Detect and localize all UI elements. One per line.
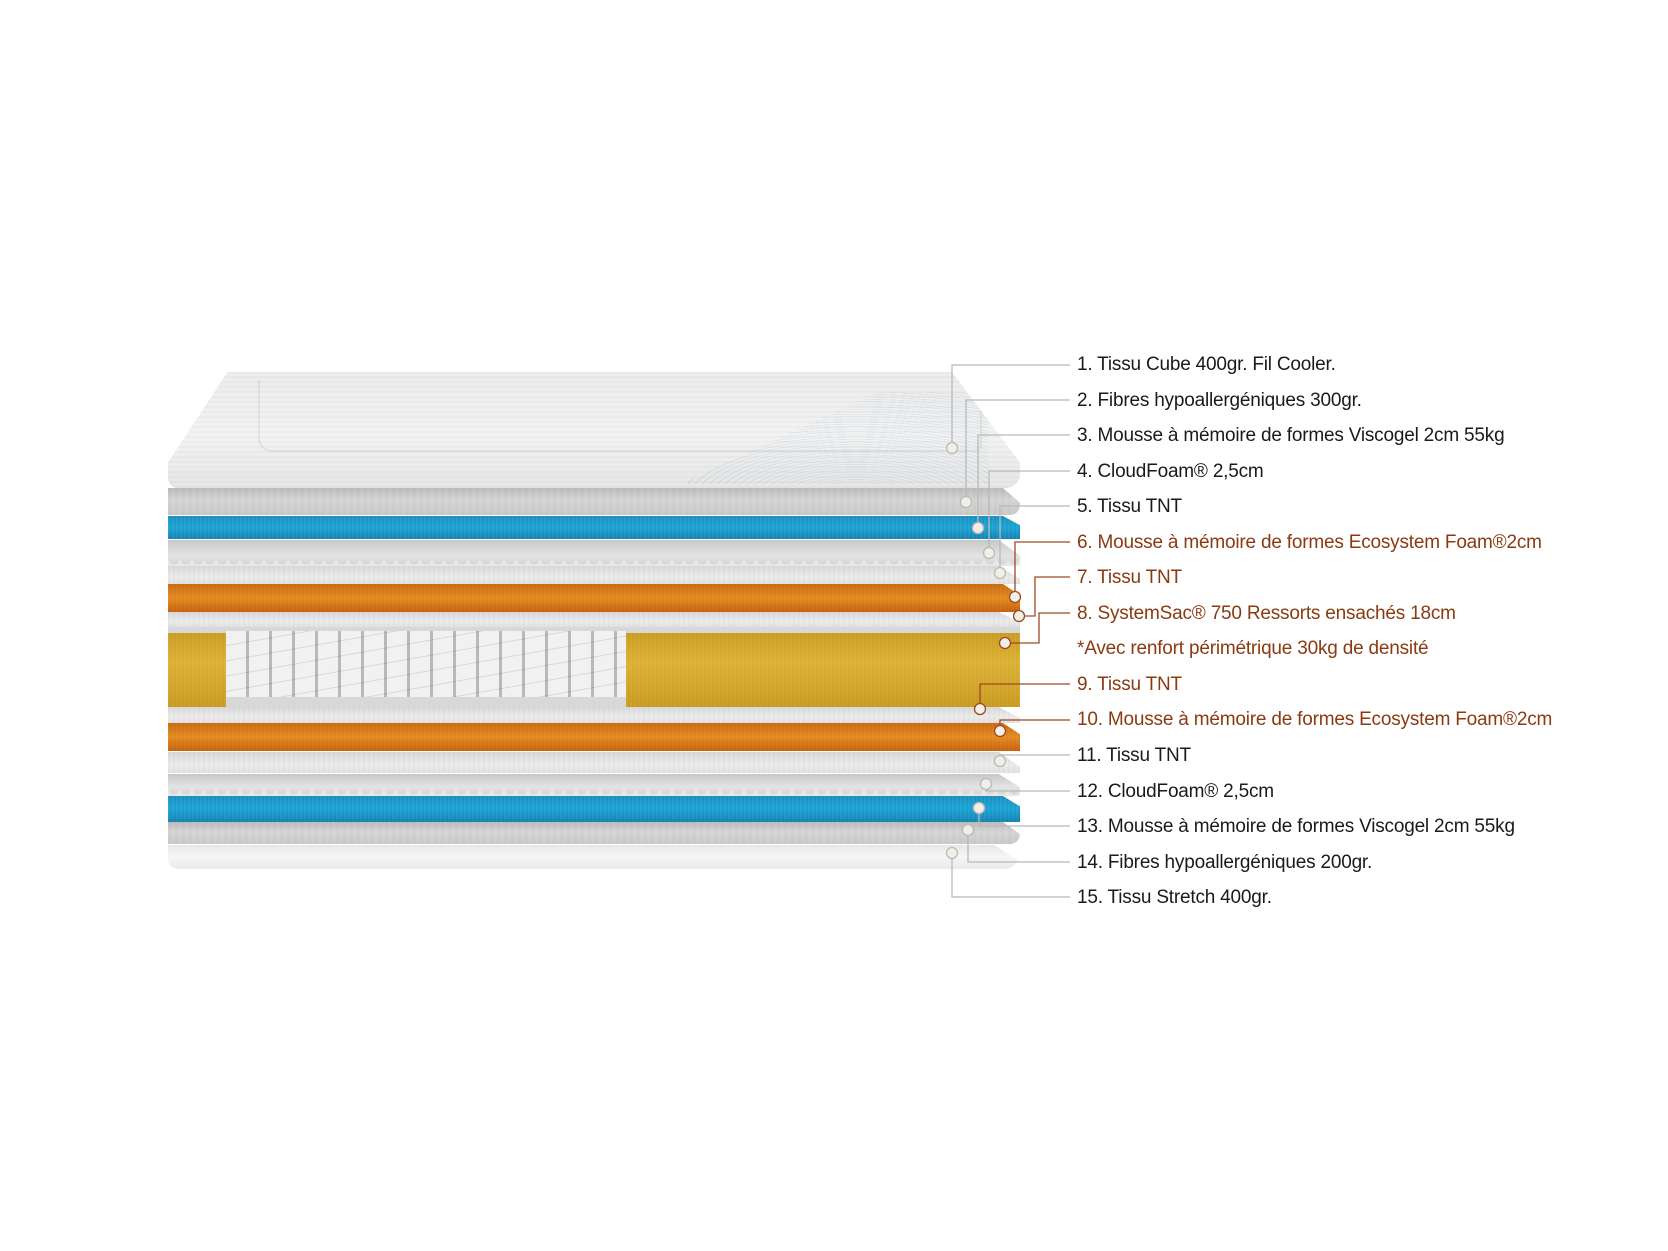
layer-5-tnt bbox=[168, 566, 1020, 584]
leader-line-11 bbox=[999, 754, 1070, 761]
leader-line-1 bbox=[951, 364, 1070, 448]
leader-dot-1 bbox=[945, 441, 959, 455]
leader-dot-5 bbox=[993, 566, 1007, 580]
leader-dot-2 bbox=[959, 495, 973, 509]
leader-dot-6 bbox=[1008, 590, 1022, 604]
label-11: 11. Tissu TNT bbox=[1077, 745, 1191, 766]
perimeter-foam-left bbox=[168, 633, 226, 707]
leader-line-15 bbox=[951, 853, 1070, 898]
label-9: 9. Tissu TNT bbox=[1077, 674, 1182, 695]
label-12: 12. CloudFoam® 2,5cm bbox=[1077, 781, 1274, 802]
layer-8-spring-core bbox=[168, 627, 1020, 707]
leader-line-8 bbox=[1005, 612, 1070, 644]
label-4: 4. CloudFoam® 2,5cm bbox=[1077, 461, 1264, 482]
layer-7-tnt bbox=[168, 612, 1020, 627]
leader-dot-14 bbox=[961, 823, 975, 837]
label-5: 5. Tissu TNT bbox=[1077, 496, 1182, 517]
leader-line-10 bbox=[999, 719, 1070, 731]
layer-2-fibres bbox=[168, 488, 1020, 515]
leader-line-5 bbox=[999, 505, 1070, 573]
label-1: 1. Tissu Cube 400gr. Fil Cooler. bbox=[1077, 354, 1336, 375]
label-13: 13. Mousse à mémoire de formes Viscogel … bbox=[1077, 816, 1515, 837]
leader-dot-3 bbox=[971, 521, 985, 535]
leader-line-14 bbox=[967, 830, 1070, 863]
leader-dot-15 bbox=[945, 846, 959, 860]
leader-dot-12 bbox=[979, 777, 993, 791]
leader-dot-7 bbox=[1012, 609, 1026, 623]
label-2: 2. Fibres hypoallergéniques 300gr. bbox=[1077, 390, 1362, 411]
leader-line-7 bbox=[1019, 576, 1070, 617]
leader-dot-9 bbox=[973, 702, 987, 716]
leader-line-12 bbox=[985, 784, 1070, 792]
layer-1-cover-fabric bbox=[168, 372, 1020, 488]
label-8: 8. SystemSac® 750 Ressorts ensachés 18cm bbox=[1077, 603, 1456, 624]
layer-12-cloudfoam bbox=[168, 774, 1020, 796]
label-3: 3. Mousse à mémoire de formes Viscogel 2… bbox=[1077, 425, 1505, 446]
perimeter-foam-right bbox=[626, 633, 1020, 707]
layer-6-ecosystem-foam bbox=[168, 584, 1020, 612]
leader-dot-8 bbox=[998, 636, 1012, 650]
label-14: 14. Fibres hypoallergéniques 200gr. bbox=[1077, 852, 1373, 873]
layer-13-viscogel bbox=[168, 796, 1020, 822]
label-15: 15. Tissu Stretch 400gr. bbox=[1077, 887, 1272, 908]
layer-14-fibres bbox=[168, 822, 1020, 844]
layer-4-cloudfoam bbox=[168, 540, 1020, 566]
leader-line-3 bbox=[977, 434, 1070, 528]
layer-10-ecosystem-foam bbox=[168, 723, 1020, 751]
layer-3-viscogel bbox=[168, 516, 1020, 539]
leader-dot-10 bbox=[993, 724, 1007, 738]
label-10: 10. Mousse à mémoire de formes Ecosystem… bbox=[1077, 709, 1553, 730]
cover-seam bbox=[258, 380, 982, 452]
pocket-springs bbox=[226, 631, 626, 697]
leader-dot-11 bbox=[993, 754, 1007, 768]
label-7: 7. Tissu TNT bbox=[1077, 567, 1182, 588]
leader-line-9 bbox=[979, 683, 1070, 709]
label-6: 6. Mousse à mémoire de formes Ecosystem … bbox=[1077, 532, 1542, 553]
layer-15-stretch-fabric bbox=[168, 845, 1020, 869]
leader-dot-4 bbox=[982, 546, 996, 560]
leader-line-2 bbox=[965, 399, 1070, 502]
leader-line-4 bbox=[988, 470, 1070, 553]
label-8-note: *Avec renfort périmétrique 30kg de densi… bbox=[1077, 638, 1429, 659]
leader-line-13 bbox=[978, 808, 1070, 827]
layer-9-tnt bbox=[168, 707, 1020, 723]
leader-dot-13 bbox=[972, 801, 986, 815]
leader-line-6 bbox=[1014, 541, 1070, 597]
layer-11-tnt bbox=[168, 752, 1020, 773]
